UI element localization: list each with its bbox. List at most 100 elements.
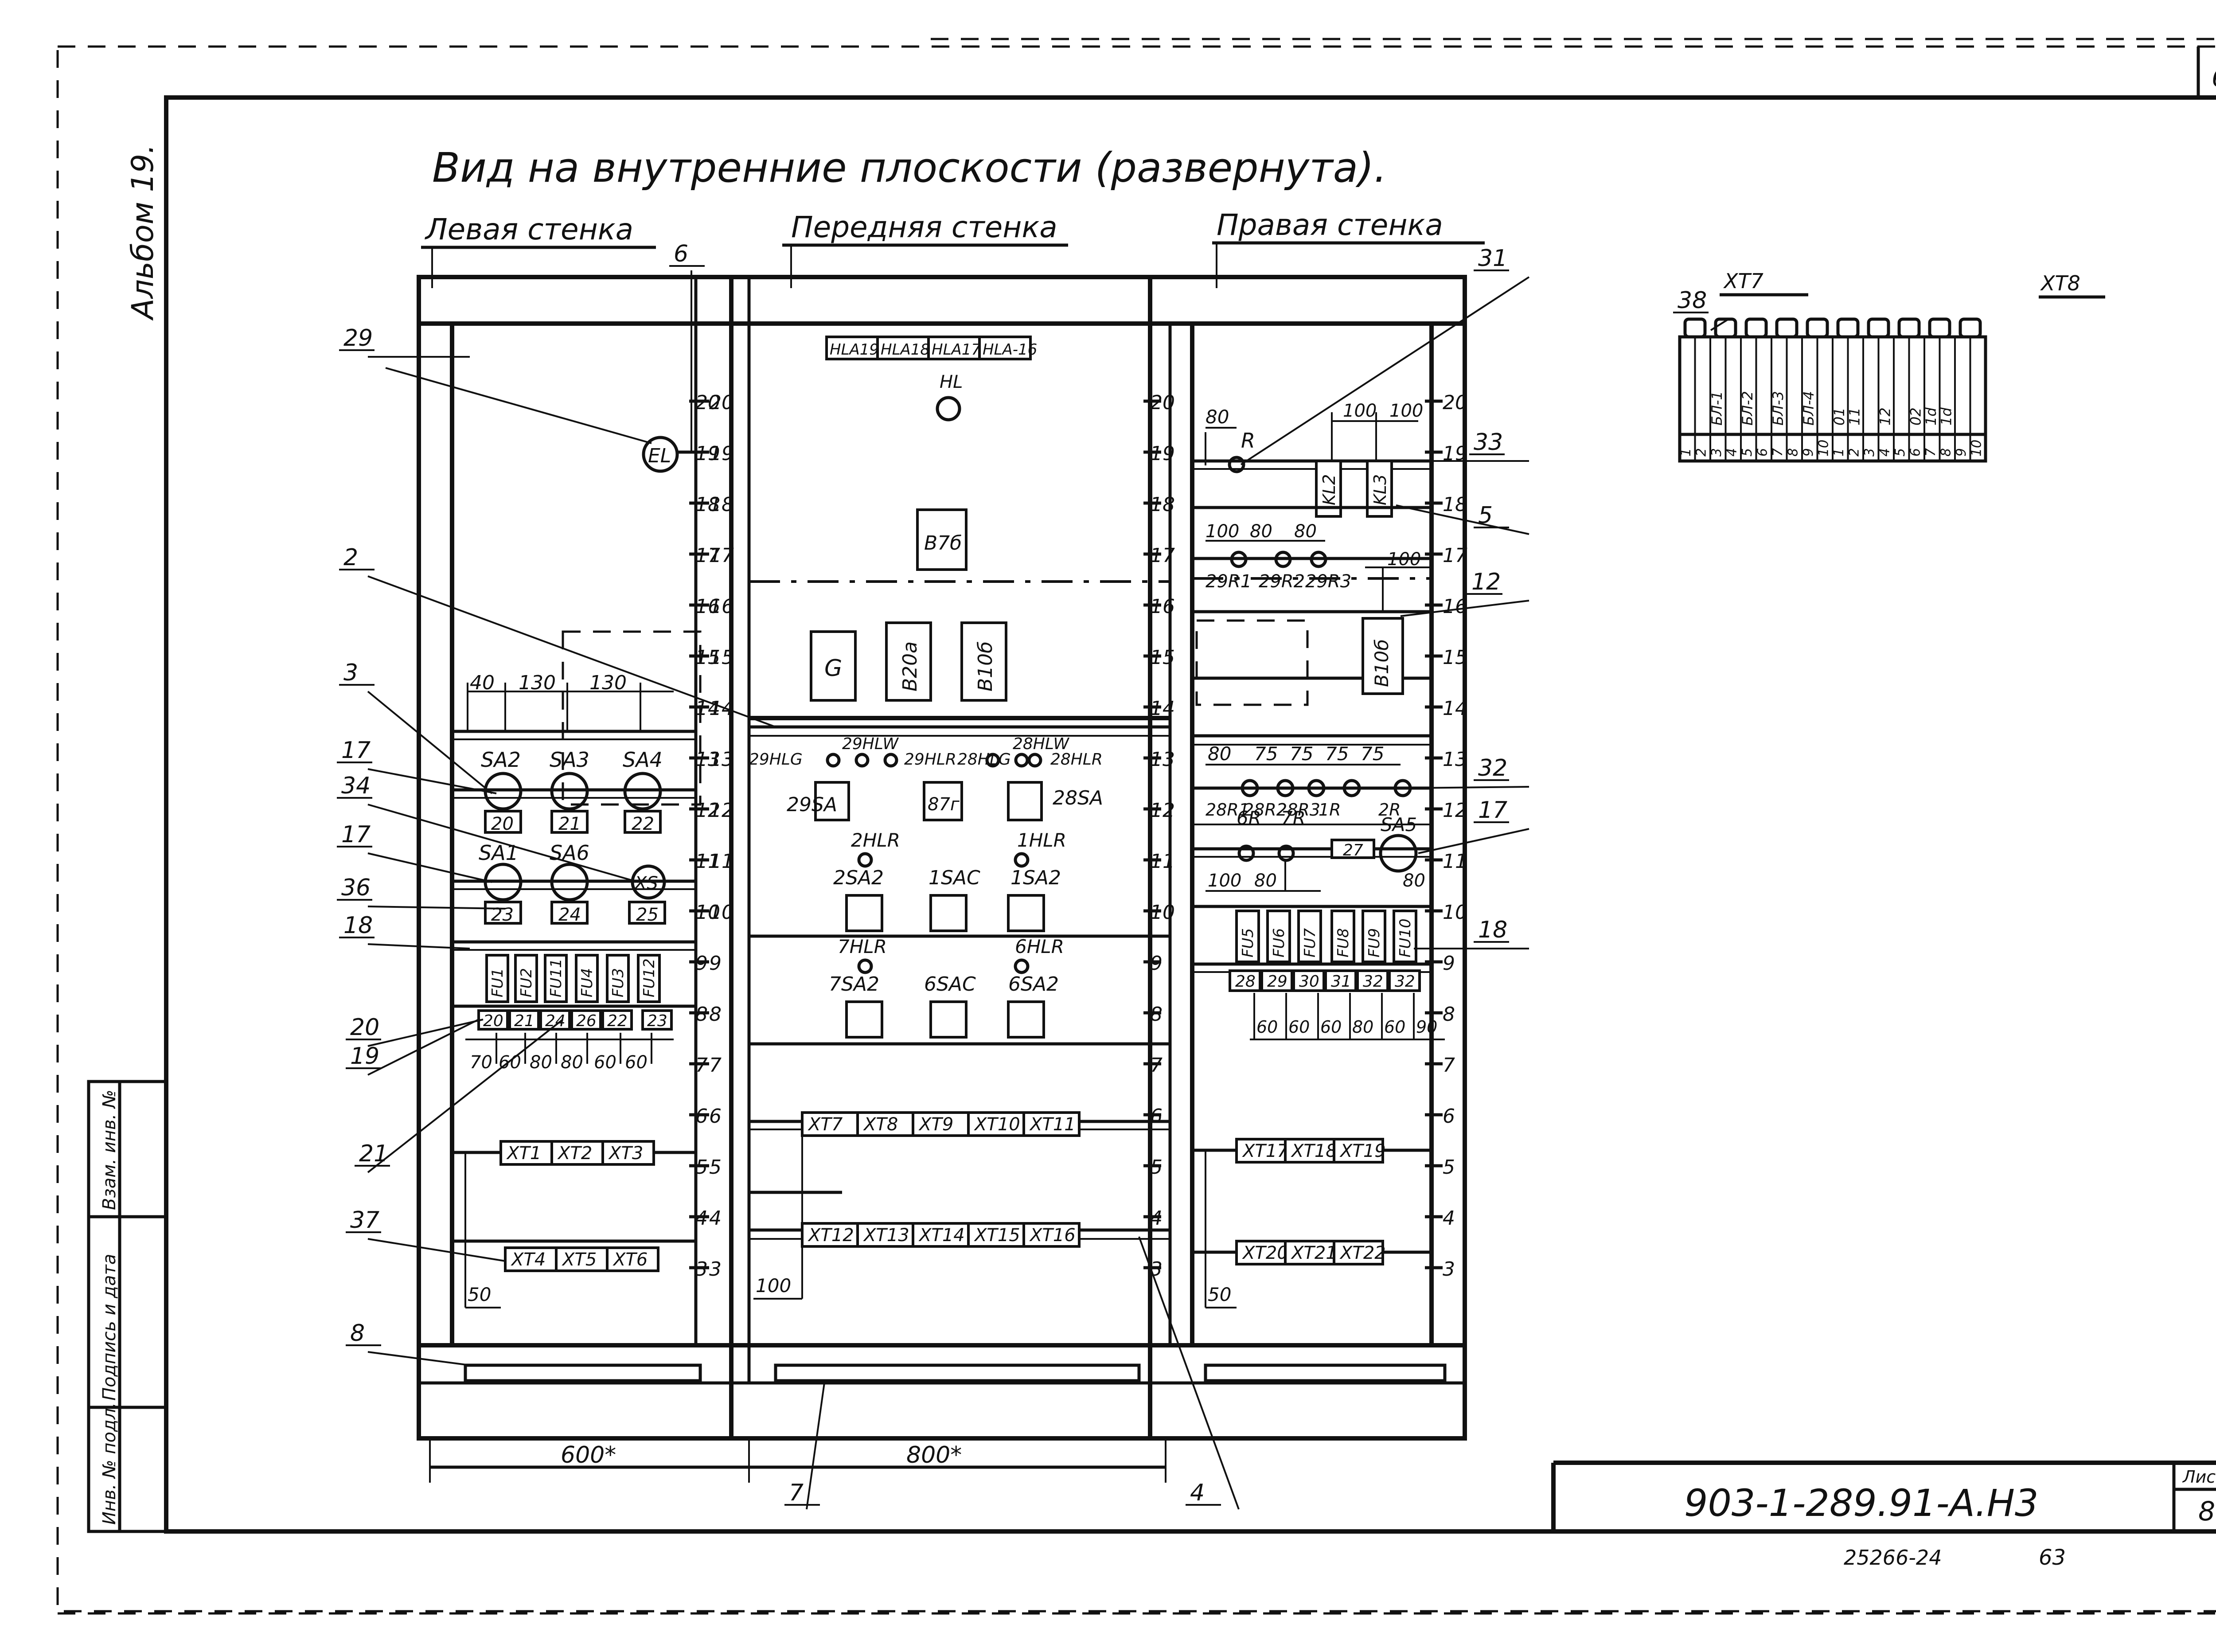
switch-label: SA5 <box>1381 814 1417 836</box>
callout-number: 2 <box>343 544 358 571</box>
dim: 60 <box>594 1052 616 1073</box>
terminal <box>1333 1138 1384 1164</box>
terminal-label: XT4 <box>511 1250 546 1270</box>
tag: 21 <box>558 814 581 834</box>
ruler-tick: 16 <box>709 595 734 618</box>
switch-label: 1SA2 <box>1010 867 1061 889</box>
sheet-value: 8 <box>2198 1496 2215 1527</box>
callout-number: 29 <box>343 325 373 351</box>
callout-number: 8 <box>350 1320 365 1347</box>
fuse-tag: 32 <box>1363 972 1383 991</box>
fuse-tag: 20 <box>483 1012 503 1030</box>
ruler-tick: 5 <box>1150 1156 1163 1179</box>
ruler-tick: 8 <box>1443 1003 1455 1026</box>
ruler-tick: 17 <box>1150 544 1175 567</box>
ruler-tick: 13 <box>1150 748 1175 771</box>
fuse-label: FU10 <box>1397 918 1414 957</box>
detail-number: 3 <box>1709 448 1724 457</box>
sheet-label: Лист <box>2182 1467 2216 1487</box>
terminal-label: XT5 <box>562 1250 597 1270</box>
detail-number: 8 <box>1939 448 1954 457</box>
resistor-label: 29R2 <box>1259 571 1305 592</box>
callout-number: 33 <box>1474 429 1503 456</box>
dim: 80 <box>561 1052 583 1073</box>
lamp-label: 29HLW <box>842 735 899 753</box>
ruler-tick: 14 <box>1443 697 1467 720</box>
dim: 50 <box>468 1284 491 1305</box>
tag: 22 <box>632 814 654 834</box>
detail-number: 2 <box>1694 448 1709 457</box>
cabinet-outline <box>417 275 1467 1441</box>
footer-order: 25266-24 <box>1844 1546 1942 1570</box>
switch-label: SA1 <box>479 841 519 865</box>
ruler-tick: 5 <box>1443 1156 1455 1179</box>
detail-number: 10 <box>1816 440 1832 457</box>
side-stamp-cell: Инв. № подл. <box>99 1402 120 1525</box>
switch-label: SA4 <box>623 748 663 772</box>
device-label: B7б <box>924 532 962 555</box>
ruler-tick: 3 <box>1150 1258 1163 1281</box>
resistor-label: 1R <box>1319 800 1341 820</box>
detail-label: 12 <box>1877 407 1894 426</box>
fuse-label: FU2 <box>518 968 535 997</box>
side-stamp-cell: Взам. инв. № <box>99 1090 120 1210</box>
tag: 20 <box>491 814 514 834</box>
lamp-label: 6HLR <box>1015 936 1064 957</box>
dim: 80 <box>1294 521 1317 542</box>
ruler-tick: 11 <box>1150 850 1175 873</box>
lamp-label: 29HLG <box>749 750 803 769</box>
detail-number: 4 <box>1877 448 1893 457</box>
fuse-tag: 30 <box>1299 972 1319 991</box>
terminal <box>601 1140 655 1166</box>
detail-label: 1d <box>1938 407 1955 426</box>
detail-number: 9 <box>1801 448 1816 457</box>
fuse-label: FU4 <box>578 968 596 997</box>
fuse-label: FU9 <box>1365 928 1383 957</box>
ruler-tick: 18 <box>709 493 734 516</box>
lamp-label: 28HLR <box>1050 750 1103 769</box>
lamp-hl-label: HL <box>940 372 963 392</box>
device-label: B10б <box>974 641 997 691</box>
fuse-tag: 22 <box>607 1012 628 1030</box>
socket-label: XS <box>634 873 658 894</box>
fuse <box>1393 910 1417 963</box>
fuse-label: FU6 <box>1270 928 1288 957</box>
dim: 80 <box>1208 743 1231 765</box>
ruler-tick: 8 <box>709 1003 722 1026</box>
callout-number: 18 <box>343 912 373 939</box>
dim: 60 <box>1288 1017 1310 1037</box>
detail-number: 7 <box>1923 448 1939 457</box>
callout-number: 17 <box>341 737 371 764</box>
resistor-label: 28R2 <box>1243 800 1287 820</box>
switch-label: 1SAC <box>929 867 980 889</box>
lamp-label: 28HLG <box>957 750 1011 769</box>
detail-label: 02 <box>1908 407 1924 426</box>
ruler-tick: 10 <box>1443 901 1467 924</box>
ruler-tick: 9 <box>1150 952 1163 975</box>
fuse-label: FU12 <box>640 958 658 997</box>
callout-number: 12 <box>1471 569 1501 595</box>
detail-label: БЛ-4 <box>1800 391 1817 426</box>
fuse-label: FU11 <box>547 958 565 997</box>
switch-label: SA2 <box>481 748 521 772</box>
terminal <box>606 1246 659 1272</box>
dim: 100 <box>1389 401 1423 421</box>
resistor-label: R <box>1241 429 1255 453</box>
dim: 75 <box>1254 743 1278 765</box>
fuse <box>1297 910 1322 963</box>
detail-header: XT8 <box>2040 271 2080 295</box>
resistor-label: 29R1 <box>1206 571 1252 592</box>
fuse <box>514 954 538 1003</box>
left-wall: EL 40 130 130 SA2 SA3 SA4 20 21 22 SA1 S… <box>385 367 702 1308</box>
drawing-title: Вид на внутренние плоскости (развернута)… <box>432 144 1387 191</box>
switch-label: 6SA2 <box>1008 973 1059 996</box>
ruler-tick: 20 <box>1443 391 1467 414</box>
detail-number: 4 <box>1724 448 1740 457</box>
album-label: Альбом 19. <box>125 144 160 321</box>
ruler-tick: 4 <box>1150 1207 1163 1230</box>
